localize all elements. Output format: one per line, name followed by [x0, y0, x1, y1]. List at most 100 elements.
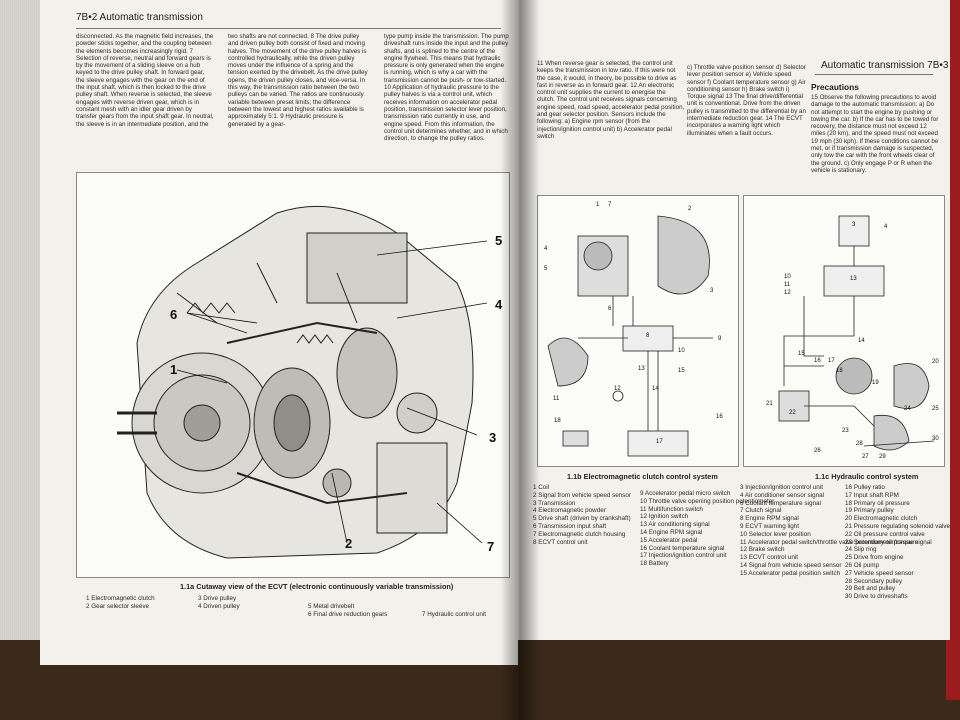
legend-col-3: 5 Metal drivebelt 6 Final drive reductio…: [308, 603, 387, 619]
legend-item: 17 Injection/ignition control unit: [640, 552, 727, 560]
clutch-legend-col-2: 9 Accelerator pedal micro switch 10 Thro…: [640, 490, 774, 568]
legend-item: 6 Coolant temperature signal: [740, 499, 821, 507]
legend-col-4: 7 Hydraulic control unit: [422, 611, 486, 619]
legend-item: 23 Secondary oil pressure: [845, 538, 919, 546]
legend-item: 4 Driven pulley: [198, 602, 240, 610]
callout-4: 4: [495, 297, 503, 312]
legend-item: 7 Electromagnetic clutch housing: [533, 530, 626, 538]
legend-item: 6 Transmission input shaft: [533, 522, 607, 530]
legend-item: 17 Input shaft RPM: [845, 491, 899, 499]
callout-7: 7: [487, 539, 495, 554]
fig-b-label: 2: [688, 206, 692, 212]
legend-item: 8 Engine RPM signal: [740, 515, 799, 523]
legend-item: 24 Slip ring: [845, 546, 877, 554]
callout-5: 5: [495, 233, 503, 248]
legend-item: 5 Metal drivebelt: [308, 603, 355, 610]
fig-c-label: 17: [828, 358, 835, 364]
legend-item: 8 ECVT control unit: [533, 538, 588, 546]
legend-item: 13 ECVT control unit: [740, 554, 798, 562]
hydraulic-legend-col-2: 16 Pulley ratio 17 Input shaft RPM 18 Pr…: [845, 484, 950, 601]
callout-3: 3: [489, 430, 497, 445]
left-col-1: disconnected. As the magnetic field incr…: [76, 33, 214, 128]
legend-item: 12 Brake switch: [740, 546, 785, 554]
legend-item: 9 Accelerator pedal micro switch: [640, 490, 731, 497]
legend-item: 13 Air conditioning signal: [640, 521, 710, 529]
precautions-body: 15 Observe the following precautions to …: [811, 94, 939, 174]
legend-item: 15 Accelerator pedal: [640, 536, 698, 544]
legend-item: 7 Hydraulic control unit: [422, 611, 487, 618]
legend-item: 15 Accelerator pedal position switch: [740, 569, 841, 577]
clutch-control-diagram: [547, 215, 713, 457]
fig-c-label: 10: [784, 274, 791, 280]
legend-item: 4 Electromagnetic powder: [533, 507, 606, 515]
legend-item: 6 Final drive reduction gears: [308, 610, 388, 618]
ecvt-figure-caption: 1.1a Cutaway view of the ECVT (electroni…: [180, 582, 454, 591]
legend-item: 7 Clutch signal: [740, 507, 782, 515]
fig-b-label: 10: [678, 348, 685, 354]
legend-item: 3 Transmission: [533, 499, 576, 507]
header-rule: [815, 74, 933, 75]
fig-c-label: 13: [850, 276, 857, 282]
fig-c-label: 25: [932, 406, 939, 412]
legend-item: 5 Drive shaft (driven by crankshaft): [533, 515, 631, 523]
hydraulic-legend-col-1: 3 Injection/ignition control unit 4 Air …: [740, 484, 932, 578]
legend-item: 18 Battery: [640, 560, 669, 568]
legend-item: 18 Primary oil pressure: [845, 499, 910, 507]
callout-6: 6: [170, 307, 178, 322]
fig-b-label: 11: [553, 396, 560, 402]
fig-c-label: 22: [789, 410, 796, 416]
fig-b-label: 9: [718, 336, 722, 342]
fig-b-label: 7: [608, 202, 612, 208]
fig-b-label: 12: [614, 386, 621, 392]
fig-b-label: 16: [716, 414, 723, 420]
fig-b-label: 1: [596, 202, 600, 208]
fig-b-label: 14: [652, 386, 659, 392]
fig-c-label: 21: [766, 401, 773, 407]
legend-item: 21 Pressure regulating solenoid valve: [845, 522, 950, 530]
callout-1: 1: [170, 362, 178, 377]
callout-2: 2: [345, 536, 353, 551]
fig-b-label: 17: [656, 439, 663, 445]
legend-col-2: 3 Drive pulley 4 Driven pulley: [198, 595, 240, 611]
fig-b-label: 4: [544, 246, 548, 252]
legend-item: 2 Signal from vehicle speed sensor: [533, 491, 632, 499]
legend-item: 1 Coil: [533, 484, 550, 491]
book-spine-shadow: [500, 0, 540, 720]
hydraulic-control-figure: 3 4 13 10 11 12 14 15 16 17 18 19 20 21 …: [743, 195, 945, 467]
fig-c-label: 23: [842, 428, 849, 434]
fig-b-label: 15: [678, 368, 685, 374]
legend-item: 10 Selector lever position: [740, 530, 811, 538]
right-page-header: Automatic transmission 7B•3: [821, 60, 949, 71]
hydraulic-figure-caption: 1.1c Hydraulic control system: [815, 472, 919, 481]
fig-c-label: 4: [884, 224, 888, 230]
right-col-1: 11 When reverse gear is selected, the co…: [537, 60, 685, 140]
fig-c-label: 14: [858, 338, 865, 344]
fig-c-label: 30: [932, 436, 939, 442]
header-rule: [76, 28, 501, 29]
legend-item: 25 Drive from engine: [845, 554, 904, 562]
fig-c-label: 27: [862, 454, 869, 460]
legend-item: 26 Oil pump: [845, 561, 879, 569]
fig-c-label: 28: [856, 441, 863, 447]
precautions-heading: Precautions: [811, 82, 859, 92]
fig-b-label: 8: [646, 333, 650, 339]
clutch-figure-caption: 1.1b Electromagnetic clutch control syst…: [567, 472, 718, 481]
legend-item: 28 Secondary pulley: [845, 577, 903, 585]
fig-b-label: 5: [544, 266, 548, 272]
legend-item: 4 Air conditioner sensor signal: [740, 491, 825, 499]
fig-c-label: 18: [836, 368, 843, 374]
fig-b-label: 13: [638, 366, 645, 372]
left-page: 7B•2 Automatic transmission disconnected…: [40, 0, 518, 665]
legend-item: 29 Belt and pulley: [845, 585, 896, 593]
legend-item: 2 Gear selector sleeve: [86, 602, 149, 610]
fig-c-label: 26: [814, 448, 821, 454]
fig-b-label: 18: [554, 418, 561, 424]
fig-c-label: 11: [784, 282, 791, 288]
ecvt-cutaway-drawing: [117, 205, 488, 559]
legend-item: 14 Signal from vehicle speed sensor: [740, 561, 842, 569]
legend-item: 19 Primary pulley: [845, 507, 894, 515]
legend-item: 22 Oil pressure control valve: [845, 530, 925, 538]
fig-c-label: 19: [872, 380, 879, 386]
fig-b-label: 6: [608, 306, 612, 312]
fig-c-label: 29: [879, 454, 886, 460]
